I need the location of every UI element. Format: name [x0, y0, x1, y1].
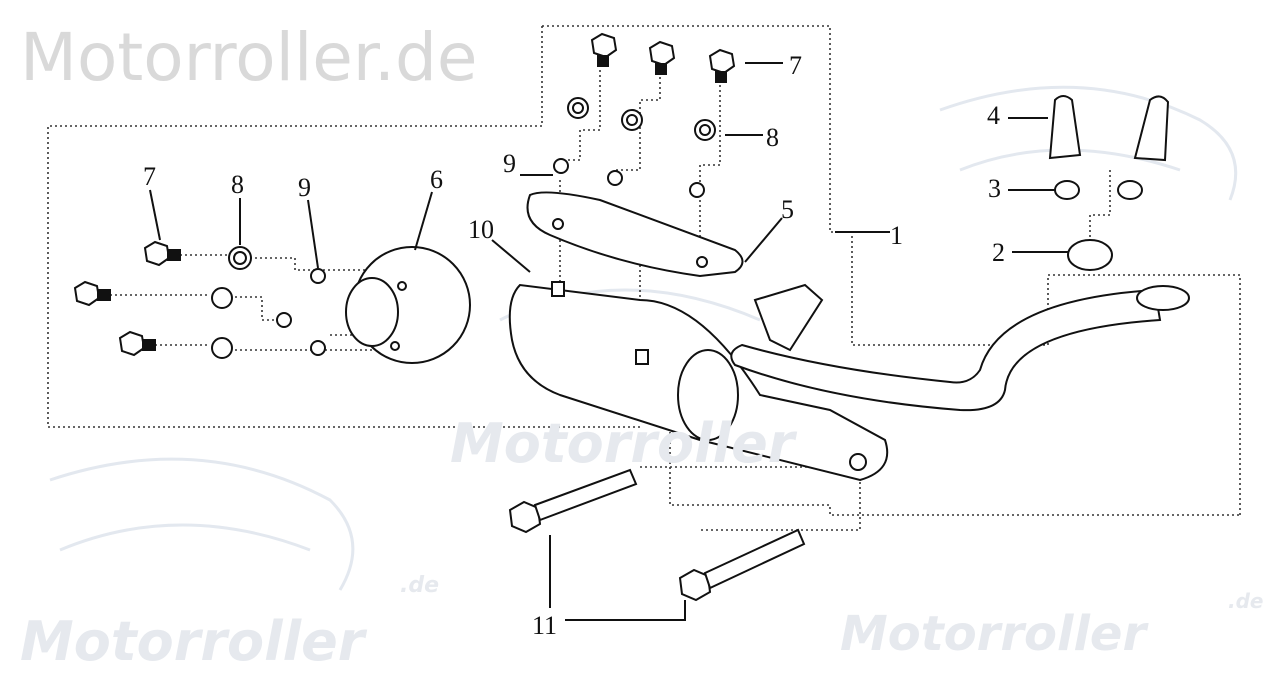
watermark-bottom-left: Motorroller: [20, 610, 368, 673]
watermark-main: Motorroller.de: [20, 19, 477, 96]
pipe-flange: [1136, 285, 1190, 311]
label-11: 11: [532, 611, 557, 640]
end-cap: [345, 246, 471, 364]
leader-lines: [149, 62, 1068, 621]
heat-shield: [526, 191, 744, 278]
label-7-left: 7: [143, 162, 156, 191]
label-3: 3: [988, 174, 1001, 203]
label-9-left: 9: [298, 173, 311, 202]
exhaust-pipe: [730, 288, 1162, 412]
right-fastener-group: [1048, 95, 1170, 271]
watermark-center: Motorroller: [450, 412, 798, 475]
long-bolts: [508, 468, 806, 602]
assembly-boundary: [47, 25, 1241, 516]
label-8-left: 8: [231, 170, 244, 199]
label-4: 4: [987, 101, 1000, 130]
label-2: 2: [992, 238, 1005, 267]
label-9-top: 9: [503, 149, 516, 178]
label-10: 10: [468, 215, 494, 244]
left-fastener-group: [73, 240, 326, 359]
label-7-top: 7: [789, 51, 802, 80]
label-1: 1: [890, 221, 903, 250]
watermark-right: Motorroller: [840, 606, 1149, 662]
label-5: 5: [781, 195, 794, 224]
label-8-top: 8: [766, 123, 779, 152]
bolt-top-group: [553, 32, 736, 198]
watermark-right-suffix: .de: [1228, 589, 1263, 613]
label-6: 6: [430, 165, 443, 194]
watermark-bottom-suffix: .de: [400, 573, 439, 598]
muffler: [508, 281, 889, 482]
